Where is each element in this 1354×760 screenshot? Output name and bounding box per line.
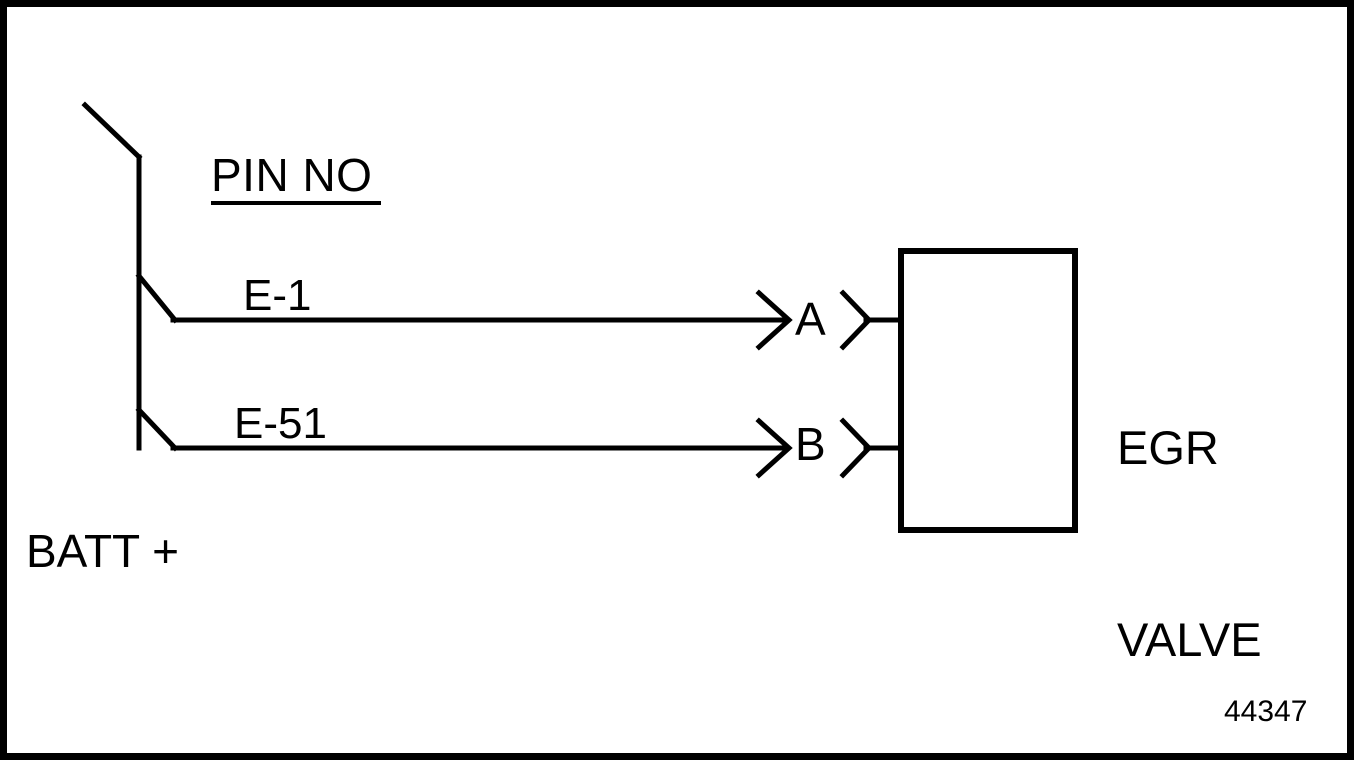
figure-number: 44347 — [1224, 695, 1308, 728]
battery-positive-label: BATT + — [26, 525, 179, 577]
wire-label-e51: E-51 — [234, 399, 327, 448]
harness-diagonal-top — [81, 101, 143, 161]
wire-e51-branch — [135, 406, 179, 452]
device-name-line-1: EGR — [1117, 421, 1219, 474]
connector-a — [839, 289, 903, 351]
connector-b — [839, 417, 903, 479]
device-name-line-2: VALVE — [1117, 613, 1262, 666]
wire-e1 — [135, 272, 793, 351]
wire-label-e1: E-1 — [243, 271, 312, 320]
wire-e1-arrowhead — [755, 289, 793, 351]
pin-no-heading: PIN NO — [211, 149, 373, 201]
wire-e1-branch — [135, 272, 179, 324]
device-name-label: EGR VALVE COIL — [1117, 288, 1262, 760]
wire-e51 — [135, 406, 793, 479]
wire-e51-arrowhead — [755, 417, 793, 479]
harness-trunk — [81, 101, 143, 451]
terminal-label-a: A — [795, 293, 826, 345]
pin-no-underline — [211, 201, 381, 205]
terminal-label-b: B — [795, 418, 826, 470]
device-box-egr-valve-coil — [898, 248, 1078, 533]
